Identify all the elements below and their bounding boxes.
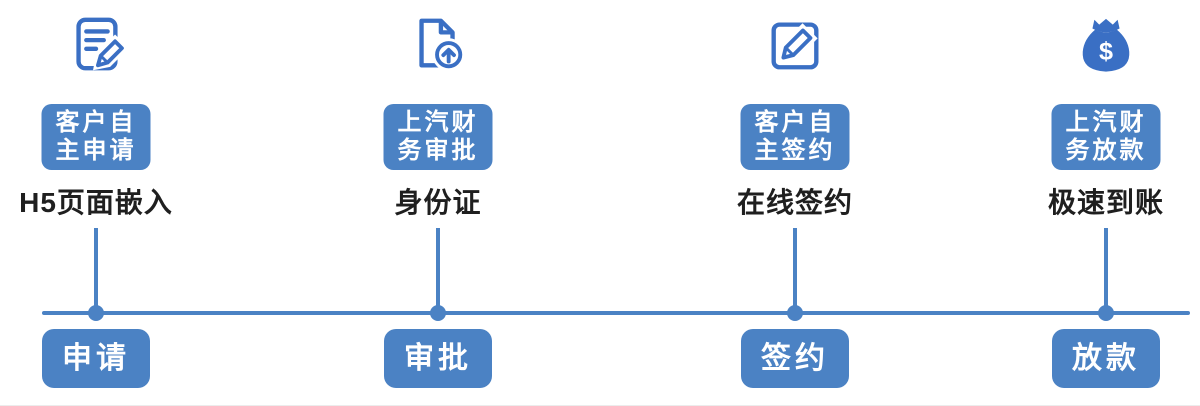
process-step-disburse: $ 上汽财 务放款 极速到账 放款 (986, 0, 1200, 405)
connector-line (1104, 228, 1108, 312)
stage-label-sign: 签约 (741, 329, 849, 388)
step-description: 身份证 (394, 187, 482, 218)
document-upload-icon (318, 13, 558, 80)
role-badge: 上汽财 务审批 (383, 104, 493, 170)
role-badge: 客户自 主签约 (740, 104, 850, 170)
role-badge-line2: 主签约 (754, 137, 836, 164)
stage-label-apply: 申请 (42, 329, 150, 388)
process-step-apply: 客户自 主申请 H5页面嵌入 申请 (0, 0, 216, 405)
role-badge-line1: 上汽财 (1065, 109, 1147, 136)
step-description: 在线签约 (736, 187, 853, 218)
money-bag-icon: $ (986, 13, 1200, 80)
role-badge-line2: 务审批 (397, 137, 479, 164)
role-badge-line2: 务放款 (1065, 137, 1147, 164)
timeline-axis (42, 311, 1190, 315)
timeline-node (1098, 305, 1114, 321)
role-badge-line1: 客户自 (754, 109, 836, 136)
connector-line (436, 228, 440, 312)
role-badge: 上汽财 务放款 (1051, 104, 1161, 170)
step-description: 极速到账 (1047, 187, 1164, 218)
role-badge-line2: 主申请 (55, 137, 137, 164)
role-badge: 客户自 主申请 (41, 104, 151, 170)
role-badge-line1: 客户自 (55, 109, 137, 136)
connector-line (94, 228, 98, 312)
timeline-node (787, 305, 803, 321)
timeline-node (430, 305, 446, 321)
stage-label-disburse: 放款 (1052, 329, 1160, 388)
stage-label-approve: 审批 (384, 329, 492, 388)
connector-line (793, 228, 797, 312)
timeline-node (88, 305, 104, 321)
step-description: H5页面嵌入 (19, 187, 173, 218)
process-step-sign: 客户自 主签约 在线签约 签约 (675, 0, 915, 405)
role-badge-line1: 上汽财 (397, 109, 479, 136)
svg-text:$: $ (1099, 38, 1113, 66)
process-step-approve: 上汽财 务审批 身份证 审批 (318, 0, 558, 405)
edit-square-icon (675, 13, 915, 80)
document-edit-icon (0, 13, 216, 80)
